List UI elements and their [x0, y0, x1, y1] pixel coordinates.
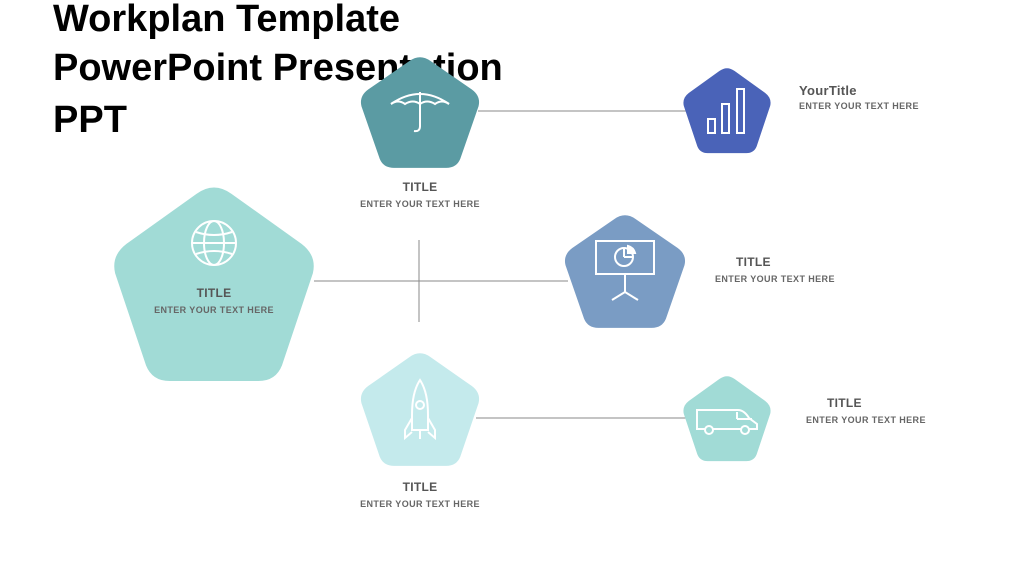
van-icon	[696, 409, 758, 435]
bottom-node-subtitle: ENTER YOUR TEXT HERE	[360, 499, 480, 509]
middle-node-label: TITLE ENTER YOUR TEXT HERE	[715, 255, 855, 284]
slide-title-line-1: Workplan Template	[53, 0, 400, 40]
top-node-subtitle: ENTER YOUR TEXT HERE	[360, 199, 480, 209]
rocket-icon	[404, 378, 436, 441]
umbrella-icon	[390, 92, 450, 133]
bar-chart-icon	[707, 88, 745, 134]
center-node-label: TITLE ENTER YOUR TEXT HERE	[150, 286, 278, 315]
bottom-right-node-label: TITLE ENTER YOUR TEXT HERE	[806, 396, 946, 425]
presentation-board-icon	[595, 240, 655, 301]
middle-node-subtitle: ENTER YOUR TEXT HERE	[715, 274, 835, 284]
bottom-node-label: TITLE ENTER YOUR TEXT HERE	[355, 480, 485, 509]
top-right-node-title: YourTitle	[799, 83, 857, 98]
top-node-title: TITLE	[402, 180, 438, 194]
slide-title-line-3: PPT	[53, 99, 127, 141]
center-node-title: TITLE	[196, 286, 232, 300]
bottom-right-node-title: TITLE	[827, 396, 862, 410]
middle-node-shape	[564, 215, 686, 328]
top-right-node-shape	[683, 68, 771, 154]
middle-node-title: TITLE	[736, 255, 771, 269]
bottom-right-node-subtitle: ENTER YOUR TEXT HERE	[806, 415, 926, 425]
bottom-node-title: TITLE	[402, 480, 438, 494]
top-right-node-label: YourTitle ENTER YOUR TEXT HERE	[799, 83, 939, 111]
center-node-subtitle: ENTER YOUR TEXT HERE	[154, 305, 274, 315]
top-right-node-subtitle: ENTER YOUR TEXT HERE	[799, 101, 919, 111]
globe-icon	[191, 220, 237, 266]
top-node-label: TITLE ENTER YOUR TEXT HERE	[355, 180, 485, 209]
center-node-shape	[114, 187, 314, 382]
